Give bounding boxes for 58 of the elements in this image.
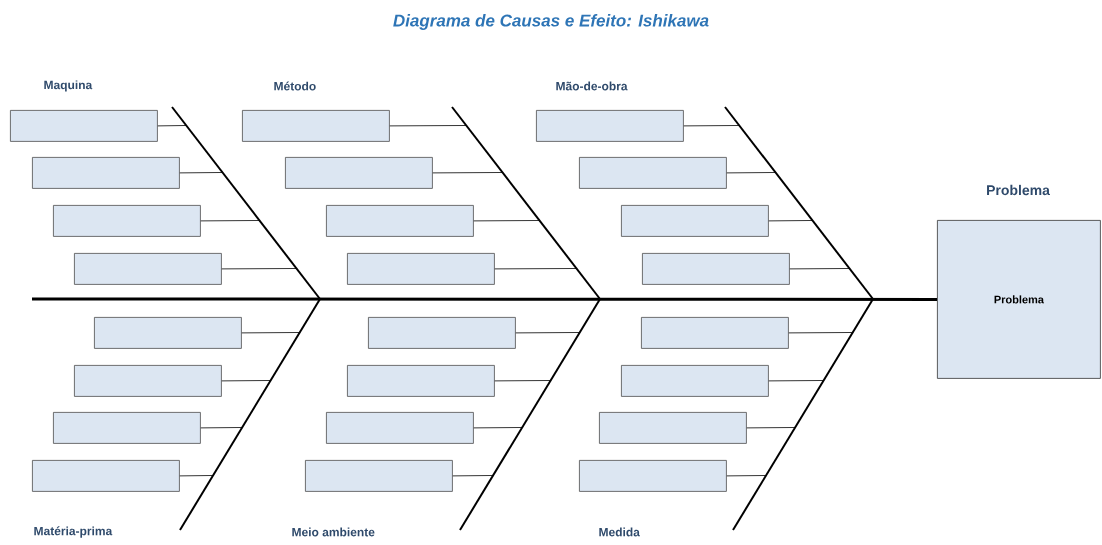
connector-line xyxy=(200,220,260,222)
connector-line xyxy=(179,475,214,477)
category-label: Medida xyxy=(599,527,640,537)
connector-line xyxy=(683,125,740,127)
cause-box xyxy=(347,253,495,285)
connector-line xyxy=(515,332,581,334)
problem-box: Problema xyxy=(937,220,1101,379)
connector-line xyxy=(157,125,187,127)
connector-line xyxy=(768,380,824,382)
cause-box xyxy=(347,365,495,397)
connector-line xyxy=(432,172,503,174)
cause-box xyxy=(305,460,453,492)
connector-line xyxy=(221,380,271,382)
cause-box xyxy=(53,205,201,237)
connector-line xyxy=(726,475,767,477)
cause-box xyxy=(94,317,242,349)
cause-box xyxy=(326,205,474,237)
cause-box xyxy=(368,317,516,349)
cause-box xyxy=(579,460,727,492)
cause-box xyxy=(32,460,180,492)
cause-box xyxy=(74,253,222,285)
connector-line xyxy=(789,268,850,270)
cause-box xyxy=(599,412,747,444)
cause-box xyxy=(642,253,790,285)
connector-line xyxy=(221,268,297,270)
connector-line xyxy=(452,475,494,477)
title: Diagrama de Causas e Efeito: Ishikawa xyxy=(393,14,709,30)
cause-box xyxy=(74,365,222,397)
category-label: Meio ambiente xyxy=(292,527,375,537)
category-label: Maquina xyxy=(44,80,93,92)
cause-box xyxy=(242,110,390,142)
connector-line xyxy=(389,125,467,127)
cause-box xyxy=(285,157,433,189)
category-label: Matéria-prima xyxy=(34,526,113,538)
cause-box xyxy=(621,365,769,397)
cause-box xyxy=(579,157,727,189)
connector-line xyxy=(473,427,523,429)
cause-box xyxy=(32,157,180,189)
connector-line xyxy=(473,220,540,222)
connector-line xyxy=(494,268,577,270)
category-label: Mão-de-obra xyxy=(556,81,628,91)
cause-box xyxy=(53,412,201,444)
cause-box xyxy=(10,110,158,142)
connector-line xyxy=(726,172,776,174)
cause-box xyxy=(641,317,789,349)
connector-line xyxy=(200,427,243,429)
cause-box xyxy=(621,205,769,237)
connector-line xyxy=(788,332,854,334)
cause-box xyxy=(536,110,684,142)
cause-box xyxy=(326,412,474,444)
spine-line xyxy=(32,297,937,301)
connector-line xyxy=(241,332,301,334)
box-heading: Problema xyxy=(987,184,1050,196)
connector-line xyxy=(179,172,223,174)
connector-line xyxy=(746,427,796,429)
category-label: Método xyxy=(274,81,316,91)
connector-line xyxy=(768,220,813,222)
connector-line xyxy=(494,380,551,382)
